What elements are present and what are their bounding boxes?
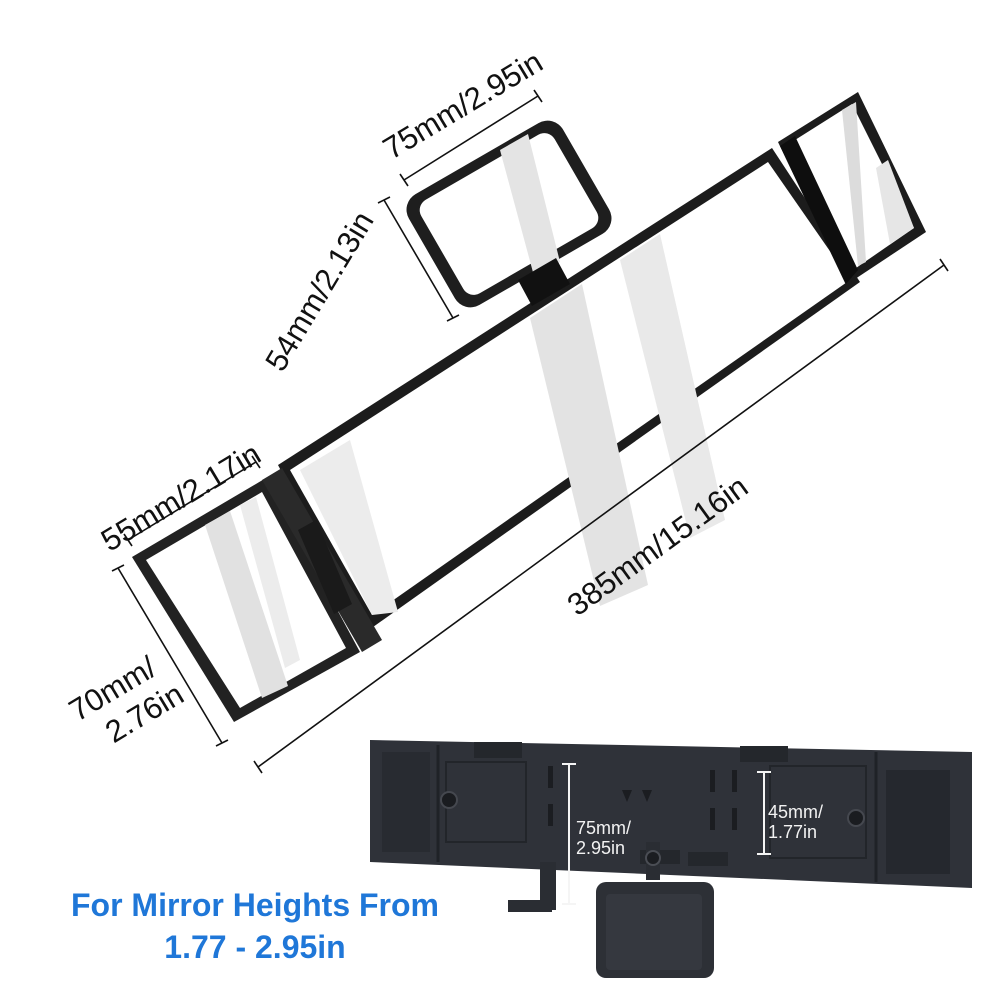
right-end-panel [778,92,926,285]
back-view-drawing [370,740,972,978]
label-min-clip-height: 45mm/ 1.77in [768,802,823,842]
main-mirror-panel [278,148,860,632]
caption-line-1: For Mirror Heights From [70,887,439,923]
label-min-clip-height-line1: 45mm/ [768,802,824,822]
dim-line-overall-length [257,264,945,768]
mirror-height-caption: For Mirror Heights From 1.77 - 2.95in [20,884,490,968]
back-dimension-lines [562,763,771,905]
label-min-clip-height-line2: 1.77in [768,822,818,843]
hanging-blind-spot-mirror [596,842,714,978]
left-end-panel [132,468,382,722]
dim-line-left-width [127,461,257,541]
dimension-lines [111,89,949,774]
dim-line-top-height [383,199,454,319]
label-max-clip-height-line2: 2.95in [576,838,626,859]
back-right-pad [886,770,950,874]
back-left-pad [382,752,430,852]
dim-line-left-height [117,567,223,744]
label-max-clip-height-line1: 75mm/ [576,818,632,838]
dim-line-top-width [403,95,539,181]
caption-line-2: 1.77 - 2.95in [164,929,346,966]
label-max-clip-height: 75mm/ 2.95in [576,818,631,858]
top-blind-spot-mirror [406,120,612,308]
